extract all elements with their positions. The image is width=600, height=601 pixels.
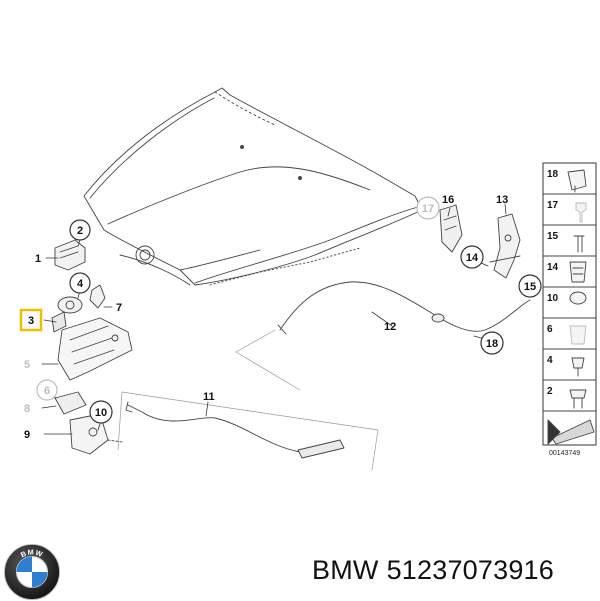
callout-11: 11 <box>203 391 215 403</box>
bmw-roundel-icon: BMW <box>3 543 61 601</box>
panel-item-2: 2 <box>547 386 553 397</box>
callout-1: 1 <box>35 253 41 265</box>
cable-11 <box>117 391 379 471</box>
fastener-panel <box>542 162 597 446</box>
callout-18: 18 <box>486 338 498 350</box>
callout-16: 16 <box>442 194 454 206</box>
callout-15-circle <box>518 274 542 298</box>
callout-3-highlight <box>19 308 43 332</box>
callout-2: 2 <box>77 225 83 237</box>
hood-outline <box>83 87 423 286</box>
callout-14-circle <box>460 245 484 269</box>
side-panel-numbers: 18 17 15 14 10 6 4 2 00143749 <box>547 169 580 457</box>
callout-9: 9 <box>24 429 30 441</box>
callout-4: 4 <box>77 278 84 290</box>
callout-17-circle <box>416 196 440 220</box>
latch-assembly <box>51 239 133 455</box>
callout-17: 17 <box>422 203 434 215</box>
callout-2-circle <box>69 219 91 241</box>
callout-5: 5 <box>24 359 30 371</box>
callout-15: 15 <box>524 281 536 293</box>
brand-name: BMW <box>312 555 379 585</box>
panel-item-15: 15 <box>547 231 559 242</box>
callout-18-circle <box>480 331 504 355</box>
part-number: 51237073916 <box>386 555 554 585</box>
callout-labels: 1 2 3 4 5 6 7 8 9 10 11 12 13 14 15 16 1… <box>19 194 542 441</box>
callout-12: 12 <box>384 321 396 333</box>
callout-14: 14 <box>466 252 479 264</box>
callout-6-circle <box>36 379 58 401</box>
callout-3: 3 <box>28 315 34 327</box>
panel-item-4: 4 <box>547 355 553 366</box>
callout-8-faded: 8 <box>24 403 30 415</box>
callout-7: 7 <box>116 302 122 314</box>
callout-10: 10 <box>95 407 107 419</box>
panel-item-17: 17 <box>547 200 559 211</box>
safety-catch <box>439 204 521 279</box>
panel-item-10: 10 <box>547 293 559 304</box>
panel-item-6: 6 <box>547 324 553 335</box>
logo-letters: BMW <box>19 547 44 559</box>
callout-10-circle <box>89 400 113 424</box>
panel-item-18: 18 <box>547 169 559 180</box>
callout-13: 13 <box>496 194 508 206</box>
callout-4-circle <box>69 272 91 294</box>
diagram-id: 00143749 <box>549 450 580 457</box>
cable-12 <box>235 281 531 391</box>
callout-6: 6 <box>44 385 50 397</box>
panel-item-14: 14 <box>547 262 559 273</box>
svg-text:BMW: BMW <box>19 547 45 559</box>
